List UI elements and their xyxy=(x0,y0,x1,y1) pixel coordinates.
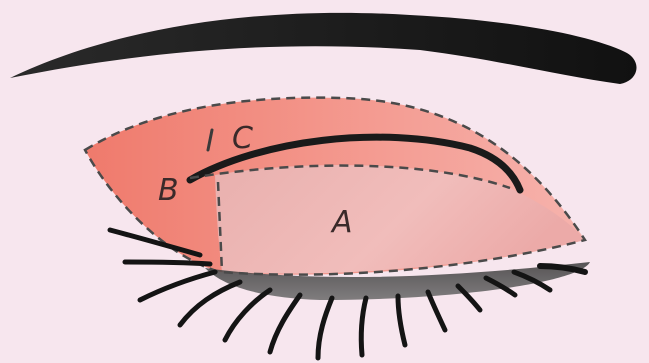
label-b: B xyxy=(158,173,179,208)
label-a: A xyxy=(330,205,353,240)
label-c: C xyxy=(232,121,253,156)
eyebrow xyxy=(10,13,636,84)
